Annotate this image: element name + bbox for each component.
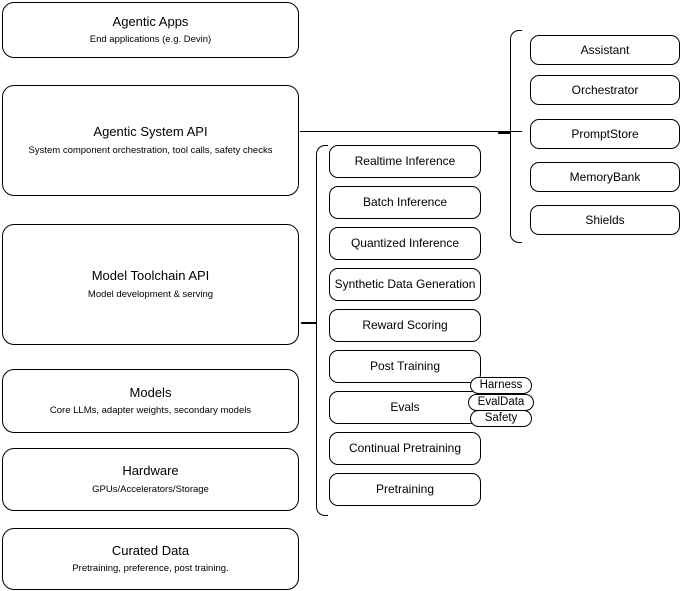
component-box-orchestrator[interactable]: Orchestrator <box>530 75 680 105</box>
capability-box-quantized-inference[interactable]: Quantized Inference <box>329 227 481 260</box>
component-label: Orchestrator <box>571 82 639 97</box>
capability-label: Synthetic Data Generation <box>334 277 476 291</box>
evals-badge-label: EvalData <box>477 395 525 408</box>
component-label: PromptStore <box>571 126 639 141</box>
bracket-toolchain-capabilities <box>316 145 328 516</box>
capability-label: Realtime Inference <box>354 154 456 168</box>
bracket-toolchain-capabilities-stub <box>301 322 317 324</box>
layer-title: Models <box>129 384 172 400</box>
layer-box-agentic-system-api[interactable]: Agentic System API System component orch… <box>2 85 299 196</box>
capability-label: Pretraining <box>375 482 435 496</box>
evals-badge-label: Harness <box>479 378 523 391</box>
layer-subtitle: Core LLMs, adapter weights, secondary mo… <box>49 405 252 417</box>
layer-subtitle: Pretraining, preference, post training. <box>72 563 229 575</box>
capability-box-reward-scoring[interactable]: Reward Scoring <box>329 309 481 342</box>
capability-box-continual-pretraining[interactable]: Continual Pretraining <box>329 432 481 465</box>
layer-title: Agentic System API <box>93 124 208 140</box>
evals-badge-label: Safety <box>484 411 518 424</box>
capability-label: Reward Scoring <box>362 318 448 332</box>
component-box-assistant[interactable]: Assistant <box>530 35 680 65</box>
bracket-system-components <box>510 30 522 243</box>
layer-subtitle: GPUs/Accelerators/Storage <box>92 483 209 495</box>
component-label: Shields <box>585 212 625 227</box>
layer-box-curated-data[interactable]: Curated Data Pretraining, preference, po… <box>2 528 299 590</box>
capability-box-evals[interactable]: Evals <box>329 391 481 424</box>
evals-badge-harness[interactable]: Harness <box>470 377 532 394</box>
evals-badge-evaldata[interactable]: EvalData <box>468 394 534 411</box>
layer-subtitle: End applications (e.g. Devin) <box>89 34 212 46</box>
component-label: MemoryBank <box>569 169 641 184</box>
capability-box-realtime-inference[interactable]: Realtime Inference <box>329 145 481 178</box>
connector-agentic-system-api-to-components <box>300 131 522 132</box>
capability-box-post-training[interactable]: Post Training <box>329 350 481 383</box>
component-box-shields[interactable]: Shields <box>530 205 680 235</box>
capability-box-pretraining[interactable]: Pretraining <box>329 473 481 506</box>
layer-title: Hardware <box>122 463 179 479</box>
layer-box-model-toolchain-api[interactable]: Model Toolchain API Model development & … <box>2 224 299 345</box>
layer-box-models[interactable]: Models Core LLMs, adapter weights, secon… <box>2 369 299 433</box>
layer-title: Curated Data <box>111 542 190 558</box>
layer-title: Model Toolchain API <box>91 268 210 284</box>
component-label: Assistant <box>580 42 630 57</box>
layer-subtitle: Model development & serving <box>87 288 214 300</box>
evals-badge-safety[interactable]: Safety <box>470 410 532 427</box>
layer-subtitle: System component orchestration, tool cal… <box>28 144 273 156</box>
capability-label: Post Training <box>369 359 441 373</box>
layer-box-agentic-apps[interactable]: Agentic Apps End applications (e.g. Devi… <box>2 2 299 58</box>
capability-label: Continual Pretraining <box>348 441 462 455</box>
bracket-system-components-stub <box>498 132 511 134</box>
capability-box-synthetic-data-generation[interactable]: Synthetic Data Generation <box>329 268 481 301</box>
component-box-promptstore[interactable]: PromptStore <box>530 119 680 149</box>
capability-box-batch-inference[interactable]: Batch Inference <box>329 186 481 219</box>
component-box-memorybank[interactable]: MemoryBank <box>530 162 680 192</box>
layer-title: Agentic Apps <box>112 13 189 29</box>
capability-label: Quantized Inference <box>350 236 460 250</box>
capability-label: Evals <box>390 400 420 414</box>
capability-label: Batch Inference <box>362 195 448 209</box>
layer-box-hardware[interactable]: Hardware GPUs/Accelerators/Storage <box>2 448 299 511</box>
